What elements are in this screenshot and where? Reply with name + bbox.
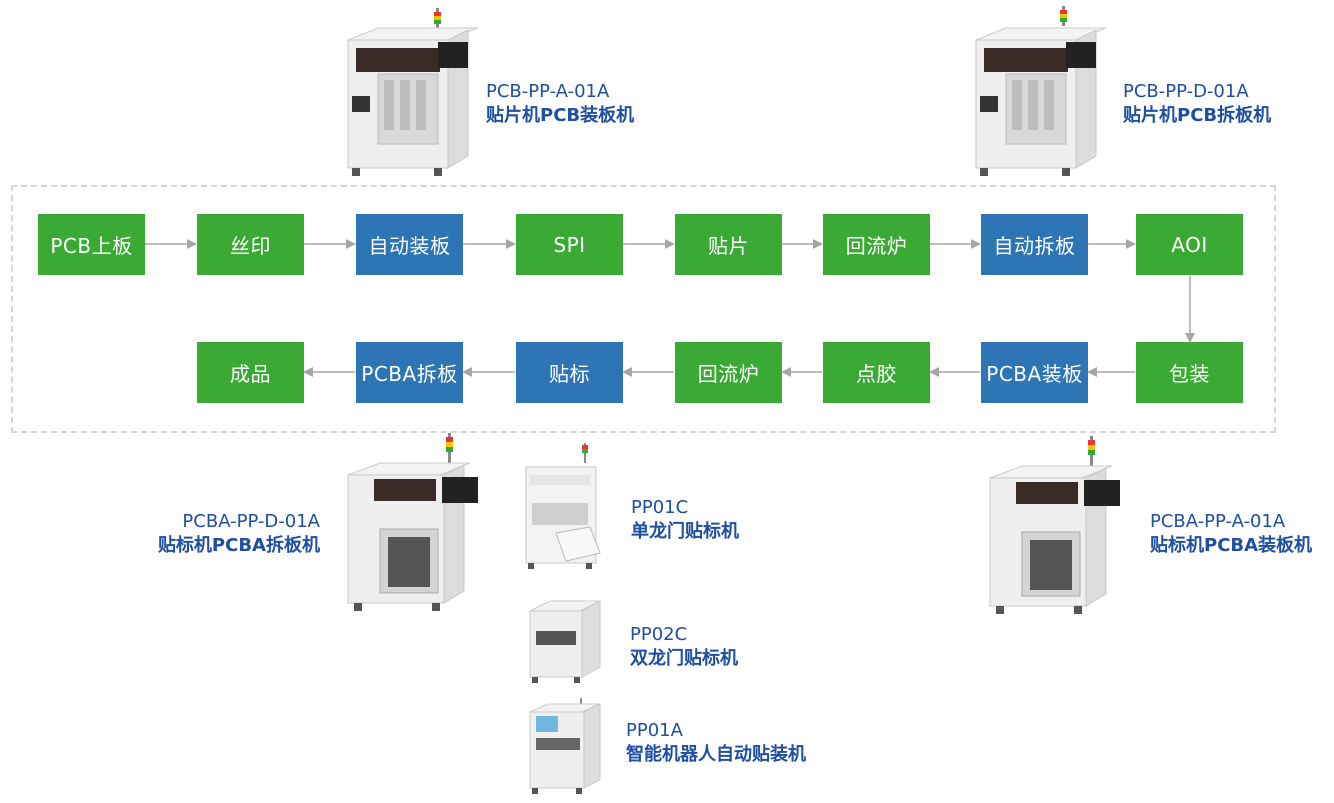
desc-pcb-pp-d: 贴片机PCB拆板机 bbox=[1123, 104, 1271, 128]
step-labeling: 贴标 bbox=[516, 342, 623, 403]
step-dispensing: 点胶 bbox=[823, 342, 930, 403]
step-pcba-unloading: PCBA拆板 bbox=[356, 342, 463, 403]
desc-pp01c: 单龙门贴标机 bbox=[631, 520, 739, 544]
step-auto-unloading: 自动拆板 bbox=[981, 214, 1088, 275]
desc-pcba-pp-a: 贴标机PCBA装板机 bbox=[1150, 534, 1312, 558]
label-pcb-pp-a: PCB-PP-A-01A 贴片机PCB装板机 bbox=[486, 80, 634, 128]
step-aoi: AOI bbox=[1136, 214, 1243, 275]
machine-image-pcba-pp-d bbox=[340, 433, 490, 613]
label-pp01c: PP01C 单龙门贴标机 bbox=[631, 496, 739, 544]
step-reflow-2: 回流炉 bbox=[675, 342, 782, 403]
label-pcb-pp-d: PCB-PP-D-01A 贴片机PCB拆板机 bbox=[1123, 80, 1271, 128]
step-pcba-loading: PCBA装板 bbox=[981, 342, 1088, 403]
model-pcb-pp-a: PCB-PP-A-01A bbox=[486, 80, 634, 104]
step-screen-printing: 丝印 bbox=[197, 214, 304, 275]
model-pcba-pp-a: PCBA-PP-A-01A bbox=[1150, 510, 1312, 534]
step-placement: 贴片 bbox=[675, 214, 782, 275]
machine-image-pp01a bbox=[524, 698, 604, 796]
desc-pcb-pp-a: 贴片机PCB装板机 bbox=[486, 104, 634, 128]
step-auto-loading: 自动装板 bbox=[356, 214, 463, 275]
machine-image-pp02c bbox=[524, 595, 604, 685]
model-pcba-pp-d: PCBA-PP-D-01A bbox=[140, 510, 320, 534]
label-pp02c: PP02C 双龙门贴标机 bbox=[630, 623, 738, 671]
step-packaging: 包装 bbox=[1136, 342, 1243, 403]
step-spi: SPI bbox=[516, 214, 623, 275]
machine-image-pcba-pp-a bbox=[982, 436, 1132, 616]
label-pp01a: PP01A 智能机器人自动贴装机 bbox=[626, 719, 806, 767]
model-pp01c: PP01C bbox=[631, 496, 739, 520]
desc-pp01a: 智能机器人自动贴装机 bbox=[626, 743, 806, 767]
step-reflow-1: 回流炉 bbox=[823, 214, 930, 275]
label-pcba-pp-d: PCBA-PP-D-01A 贴标机PCBA拆板机 bbox=[140, 510, 320, 558]
model-pp02c: PP02C bbox=[630, 623, 738, 647]
desc-pcba-pp-d: 贴标机PCBA拆板机 bbox=[140, 534, 320, 558]
model-pp01a: PP01A bbox=[626, 719, 806, 743]
model-pcb-pp-d: PCB-PP-D-01A bbox=[1123, 80, 1271, 104]
machine-image-pcb-pp-a bbox=[338, 8, 478, 180]
machine-image-pcb-pp-d bbox=[966, 6, 1106, 180]
step-finished-product: 成品 bbox=[197, 342, 304, 403]
machine-image-pp01c bbox=[520, 443, 606, 573]
step-pcb-loading: PCB上板 bbox=[38, 214, 145, 275]
label-pcba-pp-a: PCBA-PP-A-01A 贴标机PCBA装板机 bbox=[1150, 510, 1312, 558]
desc-pp02c: 双龙门贴标机 bbox=[630, 647, 738, 671]
